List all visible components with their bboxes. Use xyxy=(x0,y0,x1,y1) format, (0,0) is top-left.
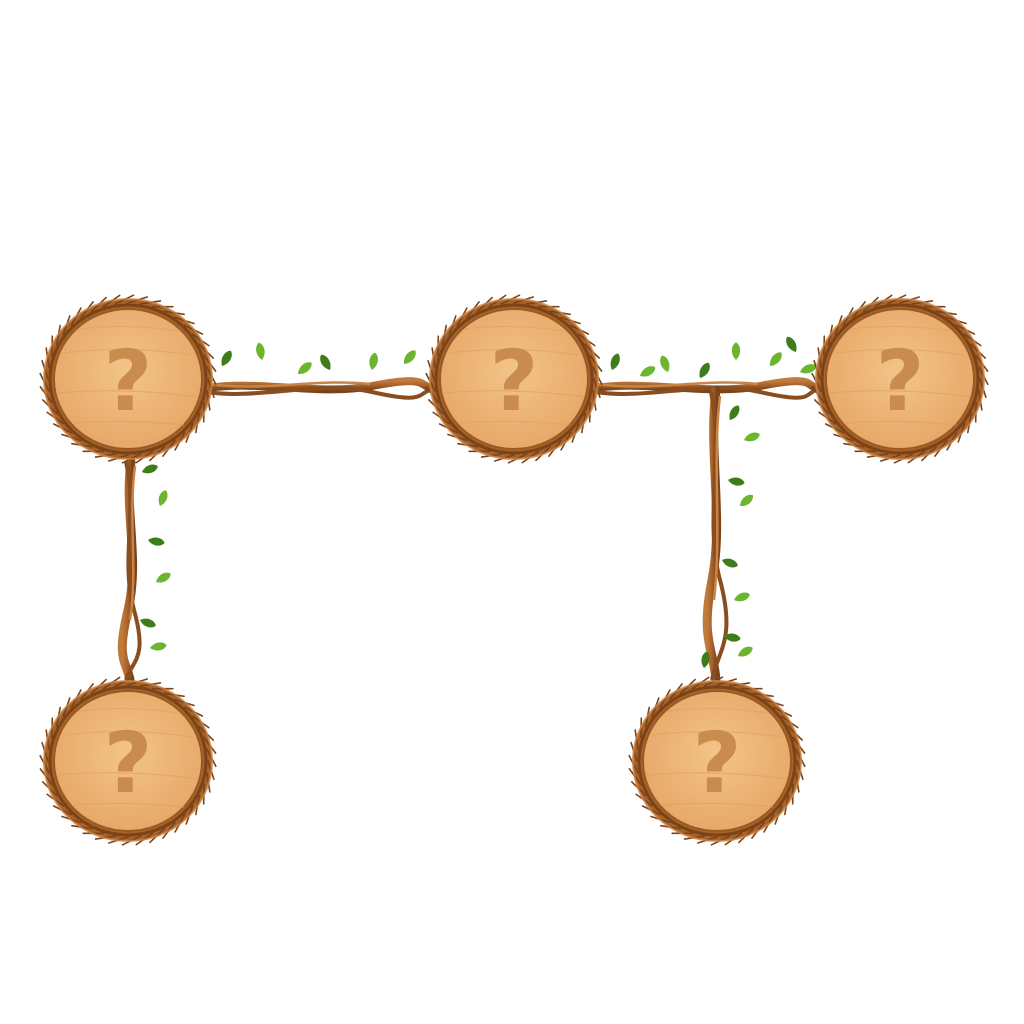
leaf-icon xyxy=(744,432,760,442)
leaf-icon xyxy=(148,537,165,546)
leaf-icon xyxy=(769,352,782,366)
wood-slice-icon xyxy=(811,294,989,464)
leaf-icon xyxy=(660,355,670,372)
leaf-icon xyxy=(734,592,750,602)
leaf-icon xyxy=(403,350,416,364)
leaf-icon xyxy=(140,618,156,628)
leaf-icon xyxy=(221,350,232,366)
level-node[interactable]: ? xyxy=(810,293,990,465)
leaf-icon xyxy=(800,364,817,374)
vine-n1-n2 xyxy=(204,377,434,400)
vine-n1-n4 xyxy=(117,457,142,685)
leaf-icon xyxy=(724,633,741,642)
leaf-icon xyxy=(298,362,312,375)
leaf-icon xyxy=(699,362,710,378)
leaf-icon xyxy=(786,336,797,352)
wood-slice-icon xyxy=(425,294,603,464)
leaf-icon xyxy=(722,558,738,568)
vine-n3-n5 xyxy=(702,385,729,685)
level-node[interactable]: ? xyxy=(627,675,807,847)
wood-slice-icon xyxy=(39,294,217,464)
leaf-icon xyxy=(256,342,265,360)
vine-leaves xyxy=(140,336,817,668)
leaf-icon xyxy=(738,646,753,657)
leaf-icon xyxy=(150,642,167,651)
leaf-icon xyxy=(156,572,171,583)
level-node[interactable]: ? xyxy=(38,675,218,847)
wood-slice-icon xyxy=(39,676,217,846)
leaf-icon xyxy=(158,490,168,506)
level-node[interactable]: ? xyxy=(38,293,218,465)
leaf-icon xyxy=(731,342,741,360)
leaf-icon xyxy=(610,353,620,370)
leaf-icon xyxy=(740,494,753,507)
leaf-icon xyxy=(729,405,740,420)
level-node[interactable]: ? xyxy=(424,293,604,465)
leaf-icon xyxy=(320,354,331,370)
leaf-icon xyxy=(142,464,158,474)
vine-n2-n3 xyxy=(592,377,820,400)
wood-slice-icon xyxy=(628,676,806,846)
leaf-icon xyxy=(701,651,710,668)
leaf-icon xyxy=(728,477,745,486)
leaf-icon xyxy=(640,366,656,377)
leaf-icon xyxy=(369,352,378,370)
